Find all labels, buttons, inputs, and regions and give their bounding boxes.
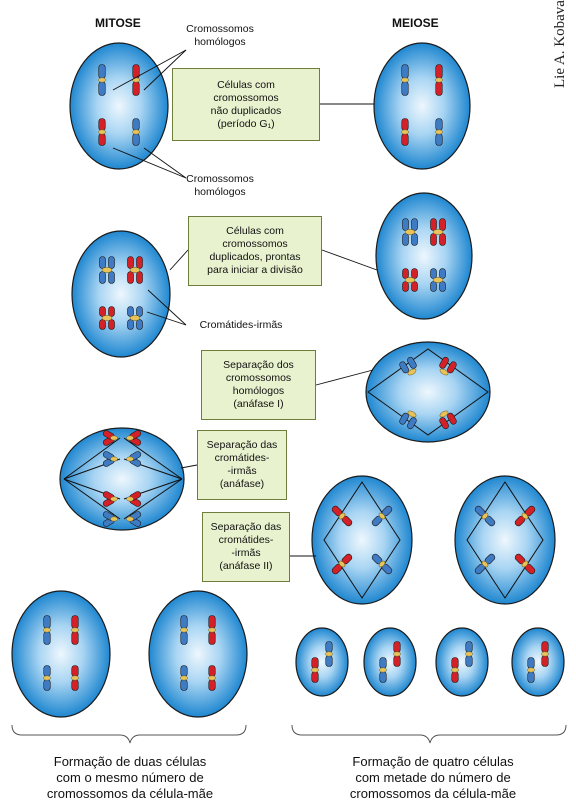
chromosome-short — [311, 658, 318, 683]
meiosis-cell-duplicated — [376, 193, 472, 319]
meiosis-cell-anaphase1 — [366, 342, 490, 442]
mitosis-cell-duplicated — [72, 231, 170, 357]
chromosome-red-short — [98, 119, 105, 146]
chromosome-red — [71, 666, 78, 691]
box-anaphase2: Separação das cromátides- -irmãs (anáfas… — [202, 512, 290, 582]
meiosis-cell-anaphase2-right — [455, 476, 555, 604]
meiosis-daughter-cell-3 — [436, 628, 488, 696]
meiosis-daughter-cell-1 — [296, 628, 348, 696]
chromosome-blue — [43, 666, 50, 691]
sister-chromatids-label: Cromátides-irmãs — [186, 319, 296, 332]
meiosis-cell-g1 — [374, 43, 470, 169]
mitosis-daughter-cell-2 — [149, 591, 247, 717]
homologous-label-bottom: Cromossomos homólogos — [172, 173, 268, 199]
mitosis-cell-anaphase — [60, 428, 184, 530]
mitosis-daughter-cell-1 — [12, 591, 110, 717]
chromosome-blue — [180, 616, 187, 645]
meiosis-caption: Formação de quatro células com metade do… — [300, 754, 566, 802]
mitosis-header: MITOSE — [95, 16, 141, 30]
chromosome-blue — [180, 666, 187, 691]
chromosome-red-long — [132, 65, 139, 96]
chromosome-short — [451, 658, 458, 683]
chromosome-long — [393, 642, 400, 667]
mitosis-caption: Formação de duas células com o mesmo núm… — [10, 754, 250, 802]
chromosome-blue-short — [435, 119, 442, 146]
box-g1-cells: Células com cromossomos não duplicados (… — [172, 68, 320, 141]
chromosome-red — [208, 666, 215, 691]
box-duplicated-cells: Células com cromossomos duplicados, pron… — [188, 216, 322, 286]
box-anaphase1: Separação dos cromossomos homólogos (aná… — [201, 350, 316, 420]
chromosome-blue — [43, 616, 50, 645]
chromosome-red — [71, 616, 78, 645]
box-mitosis-anaphase: Separação das cromátides- -irmãs (anáfas… — [197, 430, 287, 500]
meiosis-daughter-cell-4 — [512, 628, 564, 696]
chromosome-red-long — [435, 65, 442, 96]
chromosome-short — [379, 658, 386, 683]
bottom-braces — [12, 725, 566, 743]
chromosome-short — [527, 658, 534, 683]
chromosome-long — [325, 642, 332, 667]
meiosis-cell-anaphase2-left — [312, 476, 412, 604]
chromosome-red-short — [401, 119, 408, 146]
homologous-label-top: Cromossomos homólogos — [172, 23, 268, 49]
chromosome-red — [208, 616, 215, 645]
chromosome-blue-long — [401, 65, 408, 96]
chromosome-long — [541, 642, 548, 667]
chromosome-long — [465, 642, 472, 667]
meiosis-daughter-cell-2 — [364, 628, 416, 696]
chromosome-blue-long — [98, 65, 105, 96]
chromosome-blue-short — [132, 119, 139, 146]
meiosis-header: MEIOSE — [392, 16, 439, 30]
image-credit: Lie A. Kobavashi — [552, 0, 569, 88]
